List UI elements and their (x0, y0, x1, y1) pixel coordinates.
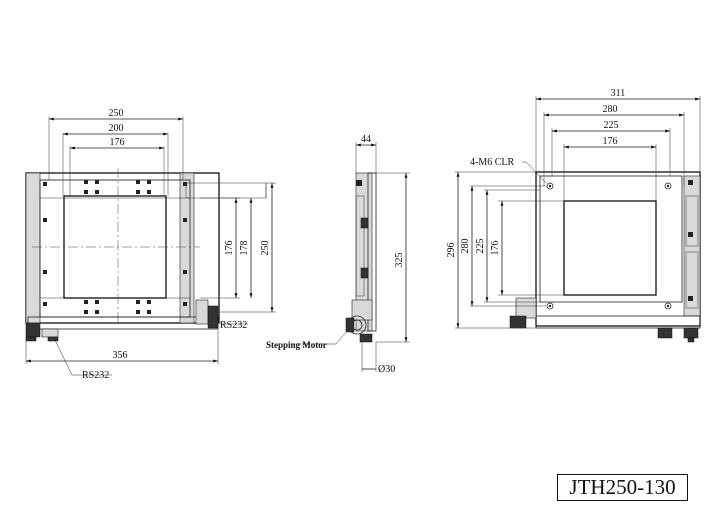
rear-dim-mid-width: 225 (604, 120, 619, 131)
front-label-rs232-bottom: RS232 (82, 370, 109, 381)
front-holes (43, 180, 187, 314)
front-inner-window (63, 195, 167, 299)
front-dim-mid-height: 178 (239, 241, 250, 256)
front-dim-mid-width: 200 (109, 123, 124, 134)
side-view: 44 325 Ø30 Stepping Motor (266, 134, 410, 375)
front-left-foot (25, 322, 41, 338)
rear-motor (509, 315, 527, 329)
rear-dim-overall-height: 296 (446, 243, 457, 258)
rear-label-holes: 4-M6 CLR (470, 157, 515, 168)
front-left-rail (25, 172, 41, 324)
rear-plate (539, 175, 683, 303)
rear-dim-inner-height: 176 (490, 241, 501, 256)
side-dim-height: 325 (394, 253, 405, 268)
front-dim-inner-width: 176 (110, 137, 125, 148)
side-motor (345, 317, 355, 333)
front-dim-inner-height: 176 (224, 241, 235, 256)
rear-dim-mid-height: 225 (475, 239, 486, 254)
rear-mounting-holes (546, 182, 672, 310)
front-bottom-bar (39, 297, 191, 318)
front-view: 250 200 176 176 178 250 356 RS232 RS232 (25, 108, 276, 381)
rear-dim-inner-width: 176 (603, 136, 618, 147)
rear-inner-window (563, 200, 657, 296)
front-dim-base-width: 356 (113, 350, 128, 361)
front-slide-bar (185, 182, 267, 199)
rear-dim-overall-width: 311 (611, 88, 626, 99)
side-label-motor: Stepping Motor (266, 340, 327, 350)
side-dim-knob-diameter: Ø30 (378, 364, 395, 375)
front-right-rail (179, 172, 195, 324)
front-connector (195, 299, 209, 325)
rear-dim-hole-width: 280 (603, 104, 618, 115)
front-motor (207, 305, 219, 329)
side-dim-depth: 44 (361, 134, 371, 145)
front-top-bar (39, 179, 191, 199)
rear-connector (515, 297, 537, 319)
front-dim-outer-height: 250 (260, 241, 271, 256)
front-label-rs232-right: RS232 (220, 320, 247, 331)
rear-base (535, 315, 701, 329)
front-stage-plate (39, 179, 191, 318)
rear-view: 311 280 225 176 4-M6 CLR 296 280 225 17 (446, 88, 701, 343)
rear-frame (535, 171, 701, 327)
rear-dim-hole-height: 280 (460, 239, 471, 254)
model-label: JTH250-130 (557, 474, 688, 501)
front-dim-outer-width: 250 (109, 108, 124, 119)
